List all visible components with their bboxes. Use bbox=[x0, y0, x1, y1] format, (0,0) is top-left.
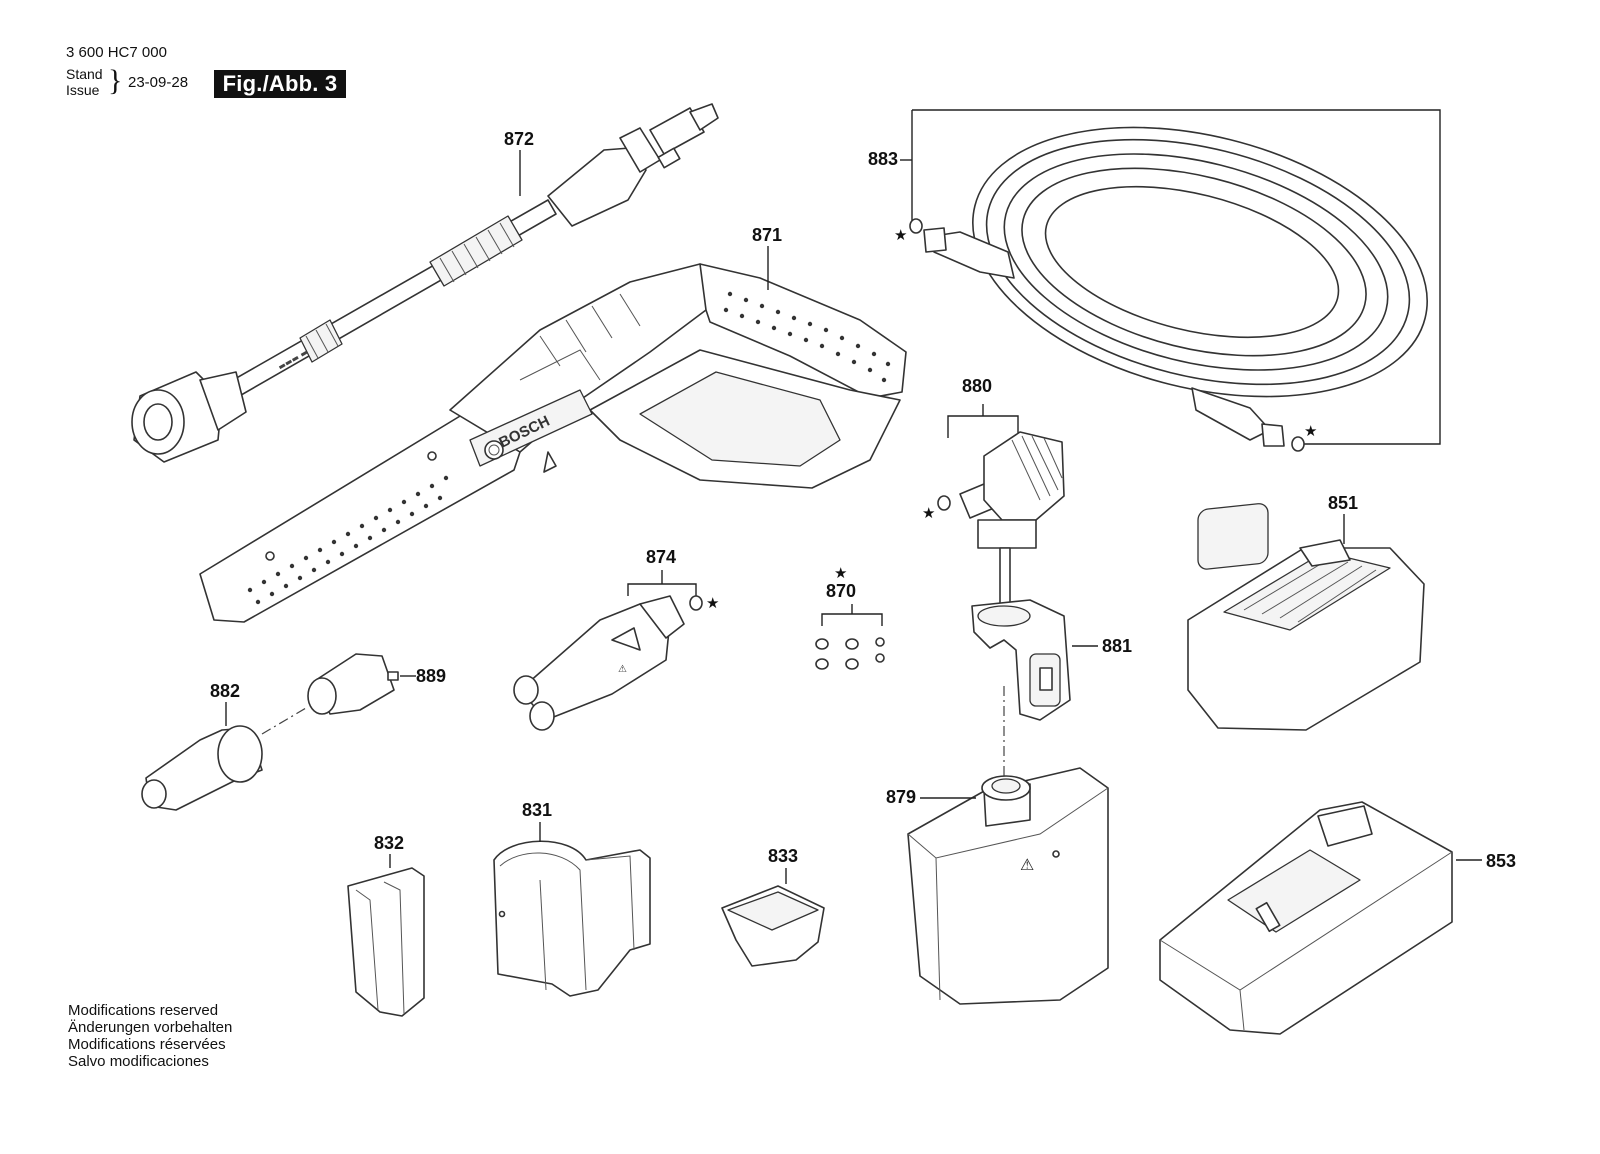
note-line: Salvo modificaciones bbox=[68, 1053, 209, 1070]
star-markers: ★ ★ ★ ★ ★ bbox=[706, 226, 1317, 612]
label-831: 831 bbox=[522, 800, 552, 820]
svg-text:⚠: ⚠ bbox=[1020, 855, 1034, 874]
label-874: 874 bbox=[646, 547, 676, 567]
label-872: 872 bbox=[504, 129, 534, 149]
document-number: 3 600 HC7 000 bbox=[66, 44, 167, 61]
coupler-889 bbox=[307, 653, 416, 715]
brace-symbol: } bbox=[108, 64, 123, 97]
note-line: Modifications réservées bbox=[68, 1036, 226, 1053]
battery-pack-851 bbox=[1187, 503, 1425, 731]
handle-perforations bbox=[247, 291, 891, 605]
note-line: Modifications reserved bbox=[68, 1002, 219, 1019]
star-icon: ★ bbox=[834, 564, 847, 582]
angle-nozzle-880 bbox=[937, 404, 1065, 635]
trigger-gun-871: BOSCH bbox=[199, 263, 907, 623]
note-line: Änderungen vorbehalten bbox=[68, 1019, 233, 1036]
star-icon: ★ bbox=[706, 594, 719, 612]
star-icon: ★ bbox=[922, 504, 935, 522]
multi-nozzle-874: ⚠ bbox=[513, 570, 703, 731]
clip-832 bbox=[347, 854, 425, 1017]
label-883: 883 bbox=[868, 149, 898, 169]
detergent-tank-879: ⚠ bbox=[907, 767, 1109, 1005]
svg-text:⚠: ⚠ bbox=[618, 664, 627, 675]
star-icon: ★ bbox=[894, 226, 907, 244]
figure-badge: Fig./Abb. 3 bbox=[214, 70, 346, 98]
label-853: 853 bbox=[1486, 851, 1516, 871]
lance-872: ▬▬▬ ▬ bbox=[131, 103, 719, 463]
label-880: 880 bbox=[962, 376, 992, 396]
label-871: 871 bbox=[752, 225, 782, 245]
label-882: 882 bbox=[210, 681, 240, 701]
label-881: 881 bbox=[1102, 636, 1132, 656]
stand-label: Stand bbox=[66, 66, 103, 82]
label-879: 879 bbox=[886, 787, 916, 807]
issue-date: 23-09-28 bbox=[128, 74, 189, 91]
adapter-882 bbox=[141, 707, 307, 811]
holder-831 bbox=[493, 822, 651, 997]
star-icon: ★ bbox=[1304, 422, 1317, 440]
o-rings-870 bbox=[815, 604, 885, 670]
charger-853 bbox=[1159, 801, 1482, 1035]
label-889: 889 bbox=[416, 666, 446, 686]
tray-833 bbox=[721, 868, 825, 967]
label-833: 833 bbox=[768, 846, 798, 866]
holder-881 bbox=[971, 599, 1098, 776]
hose-883 bbox=[909, 109, 1441, 452]
part-labels: 872 871 883 880 851 874 870 881 882 889 … bbox=[210, 129, 1516, 871]
label-851: 851 bbox=[1328, 493, 1358, 513]
label-870: 870 bbox=[826, 581, 856, 601]
modification-notes: Modifications reserved Änderungen vorbeh… bbox=[68, 1002, 232, 1070]
label-832: 832 bbox=[374, 833, 404, 853]
issue-label: Issue bbox=[66, 82, 100, 98]
